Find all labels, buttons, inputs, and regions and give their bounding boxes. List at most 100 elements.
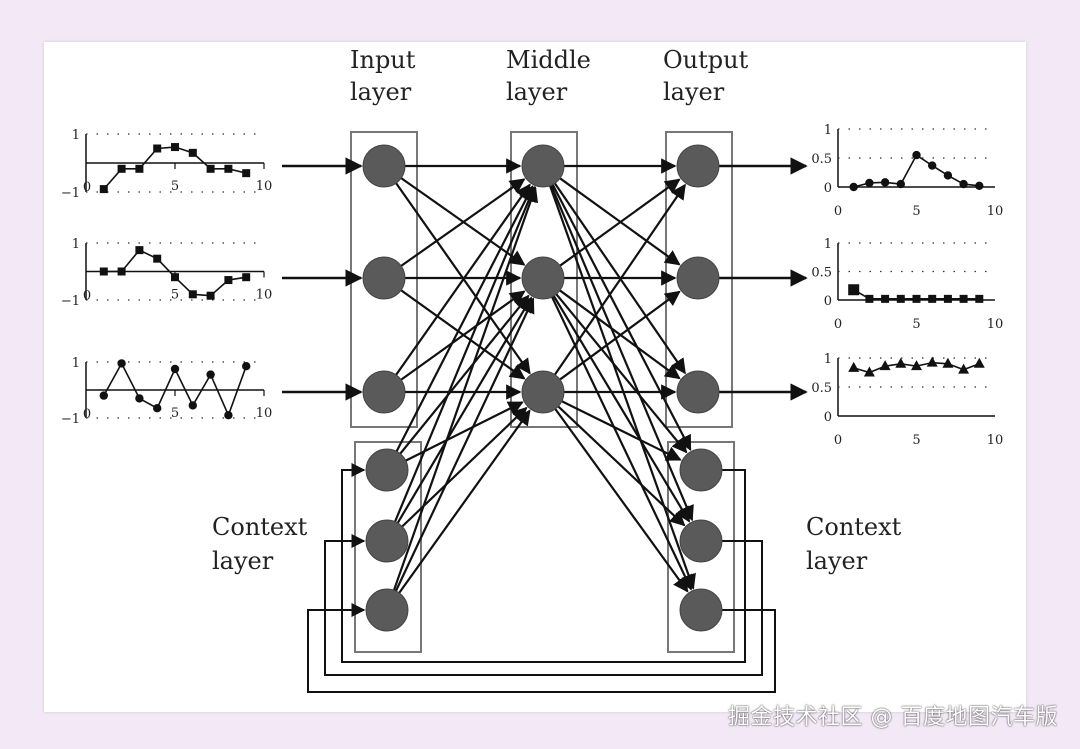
- feedback-loop-3: [307, 603, 776, 693]
- edge-middle1-contextR2: [550, 184, 694, 522]
- data-point: [926, 356, 938, 367]
- data-point: [942, 357, 954, 368]
- edge-contextL1-middle2: [399, 294, 530, 455]
- data-point: [848, 284, 860, 296]
- data-point: [896, 179, 905, 189]
- y-tick-label: 0.5: [811, 266, 832, 281]
- context-right-label-2: layer: [806, 547, 868, 575]
- data-point: [135, 246, 144, 255]
- data-point: [171, 273, 179, 282]
- x-tick-label: 0: [834, 433, 842, 448]
- y-tick-label: 1: [72, 356, 80, 371]
- input-neuron-1: [362, 144, 406, 188]
- data-point: [224, 276, 233, 285]
- edge-contextL2-middle2: [396, 296, 533, 524]
- output-neuron-1: [676, 144, 720, 188]
- context-left-label-1: Context: [212, 513, 308, 541]
- output-neuron-2: [676, 256, 720, 300]
- data-point: [206, 291, 215, 300]
- edge-middle3-output1: [553, 183, 686, 376]
- output-layer-label-2: layer: [663, 78, 725, 106]
- input-layer-label-1: Input: [350, 46, 416, 74]
- y-tick-label: 1: [824, 123, 832, 138]
- y-tick-label: −1: [61, 186, 80, 201]
- data-point: [880, 178, 890, 187]
- output-neuron-3: [676, 370, 720, 414]
- data-point: [242, 169, 251, 178]
- data-point: [975, 181, 984, 191]
- x-tick-label: 5: [171, 406, 179, 421]
- edge-middle3-output2: [559, 290, 681, 381]
- y-tick-label: 0: [824, 294, 832, 309]
- y-tick-label: 0: [824, 410, 832, 425]
- data-point: [188, 148, 197, 157]
- y-tick-label: −1: [61, 412, 80, 427]
- edge-middle2-contextR3: [551, 296, 693, 591]
- context-right-neuron-1: [679, 448, 723, 492]
- edge-contextL1-middle1: [395, 185, 534, 452]
- data-point: [170, 364, 180, 374]
- data-point: [865, 294, 874, 303]
- io-arrows: [282, 157, 808, 401]
- edge-input3-middle1: [395, 183, 531, 376]
- edge-contextL3-middle2: [394, 297, 535, 592]
- edge-middle2-contextR1: [555, 293, 688, 454]
- data-point: [848, 361, 860, 372]
- middle-neuron-3: [521, 370, 565, 414]
- y-tick-label: 0.5: [811, 152, 832, 167]
- middle-layer-label-2: layer: [506, 78, 568, 106]
- data-point: [959, 294, 968, 303]
- edge-contextL3-middle1: [392, 186, 539, 591]
- y-tick-label: 1: [824, 237, 832, 252]
- data-point: [135, 394, 144, 403]
- data-point: [206, 164, 215, 173]
- data-point: [188, 290, 197, 299]
- data-point: [242, 273, 251, 282]
- feedback-loop-1: [341, 463, 746, 663]
- context-right-box: [667, 441, 735, 653]
- data-point: [153, 404, 162, 413]
- input-layer-label-2: layer: [350, 78, 412, 106]
- input-neuron-3: [362, 370, 406, 414]
- input-neuron-2: [362, 256, 406, 300]
- edge-contextL2-middle1: [394, 185, 536, 523]
- neurons: [362, 144, 723, 632]
- data-point: [928, 294, 937, 303]
- x-tick-label: 10: [987, 433, 1004, 448]
- data-point: [863, 366, 875, 377]
- x-tick-label: 0: [834, 317, 842, 332]
- data-point: [896, 294, 905, 303]
- x-tick-label: 10: [987, 317, 1004, 332]
- data-point: [865, 178, 874, 188]
- y-tick-label: 1: [72, 237, 80, 252]
- x-tick-label: 5: [171, 288, 179, 303]
- y-tick-label: 1: [72, 128, 80, 143]
- data-point: [943, 294, 952, 303]
- middle-neuron-1: [521, 144, 565, 188]
- data-point: [242, 362, 251, 371]
- edge-contextL3-middle3: [398, 409, 531, 594]
- context-right-label-1: Context: [806, 513, 902, 541]
- data-point: [849, 182, 858, 192]
- x-tick-label: 5: [912, 433, 920, 448]
- x-tick-label: 10: [256, 406, 273, 421]
- x-tick-label: 0: [834, 204, 842, 219]
- x-tick-label: 10: [256, 179, 273, 194]
- edge-middle2-contextR2: [552, 295, 691, 523]
- data-point: [879, 360, 891, 371]
- data-point: [117, 267, 126, 276]
- edge-middle3-contextR1: [561, 400, 682, 461]
- x-tick-label: 5: [171, 179, 179, 194]
- data-point: [135, 164, 144, 173]
- data-point: [117, 359, 126, 368]
- middle-neuron-2: [521, 256, 565, 300]
- data-point: [973, 357, 985, 368]
- x-tick-label: 5: [912, 204, 920, 219]
- context-left-neuron-3: [365, 588, 409, 632]
- data-point: [958, 363, 970, 374]
